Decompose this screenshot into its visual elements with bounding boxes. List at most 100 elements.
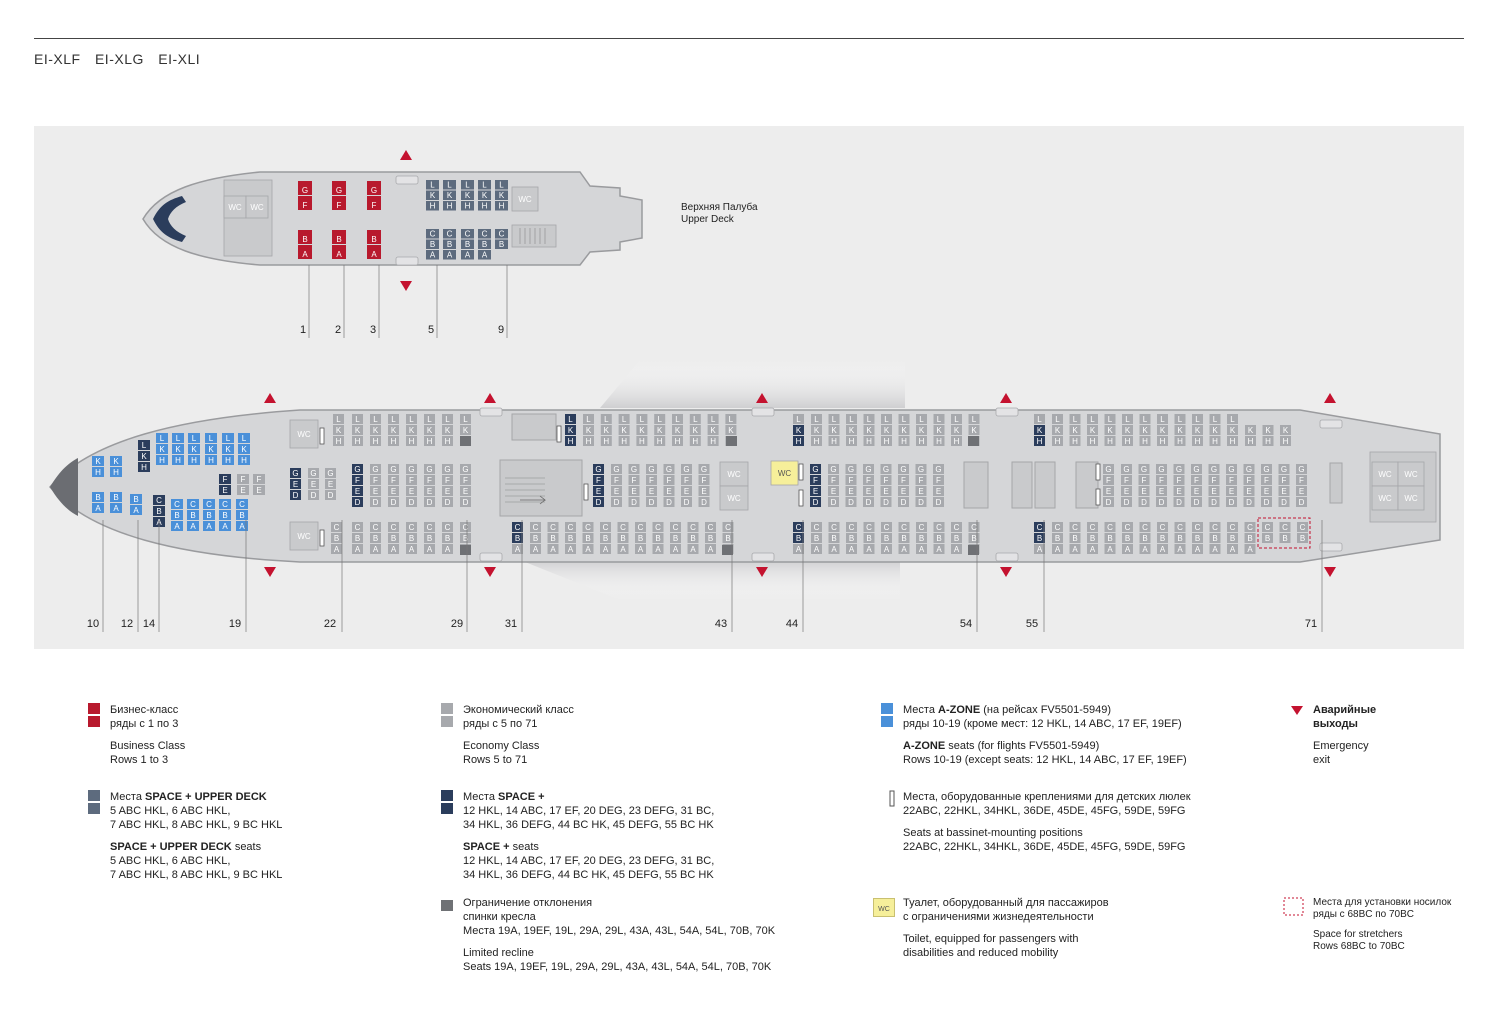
zoneE-mid-8-seat-label-F: F — [1247, 476, 1252, 485]
zoneE-bot-7-seat-label-B: B — [1160, 534, 1165, 543]
zoneE-bot-2-seat-label-A: A — [1072, 545, 1078, 554]
zoneE-top-9-seat-K — [1192, 425, 1203, 435]
legend-economy-ru-rows: ряды с 5 по 71 — [463, 718, 538, 730]
zoneE-mid-2-seat-label-G: G — [1141, 465, 1147, 474]
zoneC-mid-1-seat-G — [611, 464, 622, 474]
row11-bot-seat-B — [110, 492, 122, 502]
zoneC-bot-4-seat-label-A: A — [585, 545, 591, 554]
zoneD-mid-7-seat-E — [933, 486, 944, 496]
zoneD-top-5-seat-K — [881, 425, 892, 435]
stretcher-area — [1257, 517, 1311, 549]
zoneD-top-5-seat-L — [881, 414, 892, 424]
zoneD-bot-3-seat-label-C: C — [849, 523, 855, 532]
zoneC-mid-6-seat-G — [698, 464, 710, 474]
zoneC-bot-6-seat-B — [617, 533, 629, 543]
zoneE-mid-3-seat-D — [1156, 497, 1167, 507]
zoneE-top-6-seat-label-H: H — [1142, 437, 1148, 446]
zoneE-mid-4-seat-E — [1173, 486, 1185, 496]
zoneC-bot-10-seat-label-B: B — [690, 534, 695, 543]
upper-business-top-2-seat-label-F: F — [337, 201, 342, 210]
zoneC-bot-12-seat-C — [722, 522, 734, 532]
zoneC-top-4-seat-L — [636, 414, 648, 424]
zoneD-top-5-seat-label-L: L — [884, 415, 889, 424]
zoneE-top-2-seat-label-L: L — [1073, 415, 1078, 424]
zoneD-bot-1-seat-label-C: C — [814, 523, 820, 532]
row19-mid-seat-F — [237, 474, 249, 484]
zoneC-top-7-seat-label-H: H — [692, 437, 698, 446]
zoneC-bot-9-seat-B — [670, 533, 681, 543]
zoneE-top-8-seat-K — [1174, 425, 1186, 435]
upper-space-top-2-seat-H — [443, 201, 456, 211]
zoneD-bot-7-seat-label-B: B — [919, 534, 924, 543]
azone-top-6-seat-H — [238, 455, 250, 465]
zoneC-mid-5-seat-label-E: E — [684, 487, 689, 496]
galley-7 — [1075, 461, 1099, 509]
zoneE-top-1-seat-K — [1052, 425, 1063, 435]
zoneC-bot-7-seat-C — [635, 522, 646, 532]
zoneE-mid-2-seat-E — [1138, 486, 1150, 496]
zoneE-top-9-seat-L — [1192, 414, 1203, 424]
registration-2: EI-XLG — [94, 51, 144, 67]
legend-business-en-title: Business Class — [110, 740, 186, 752]
galley-2-top — [511, 413, 557, 441]
azone-top-2-seat-label-L: L — [176, 434, 181, 443]
zoneB-mid-3-seat-label-D: D — [409, 498, 415, 507]
zoneC-bot-2-seat-A — [547, 544, 559, 554]
zoneD-top-9-seat-K — [951, 425, 962, 435]
zoneB-bot-5-seat-B — [424, 533, 435, 543]
zoneC-mid-5-seat-label-D: D — [684, 498, 690, 507]
zoneD-mid-4-seat-G — [880, 464, 892, 474]
zoneB-mid-6-seat-F — [460, 475, 471, 485]
legend-exit-ru-l2: выходы — [1313, 718, 1358, 730]
zoneD-bot-4-seat-label-A: A — [866, 545, 872, 554]
zoneE-top-6-seat-L — [1139, 414, 1151, 424]
zoneC-mid-5-seat-D — [681, 497, 692, 507]
azone-top-4-seat-label-L: L — [209, 434, 214, 443]
zoneC-top-4-seat-label-L: L — [640, 415, 645, 424]
zoneB-top-3-seat-K — [388, 425, 399, 435]
zoneB-mid-1-seat-label-G: G — [372, 465, 378, 474]
zoneE-bot-tail-3-seat-label-B: B — [1300, 534, 1305, 543]
zoneE-bot-5-seat-A — [1122, 544, 1133, 554]
zoneE-mid-11-seat-label-D: D — [1299, 498, 1305, 507]
zoneE-mid-9-seat-label-D: D — [1264, 498, 1270, 507]
zoneB-bot-1-seat-label-B: B — [355, 534, 360, 543]
zoneE-top-5-seat-label-H: H — [1125, 437, 1131, 446]
main-wc-rear-1-label: WC — [1378, 470, 1392, 479]
zoneD-bot-1-seat-C — [811, 522, 822, 532]
zoneC-mid-4-seat-E — [663, 486, 675, 496]
zoneB-top-4-seat-label-H: H — [409, 437, 415, 446]
exit-5-bottom-icon — [1324, 567, 1336, 577]
row14-bot-seat-label-B: B — [156, 507, 161, 516]
zoneC-mid-6-seat-label-E: E — [701, 487, 706, 496]
zoneE-bot-12-seat-B — [1244, 533, 1256, 543]
legend-space-plus-ru-l2: 34 HKL, 36 DEFG, 44 BC HK, 45 DEFG, 55 B… — [463, 819, 714, 831]
legend-a-zone-ru-prefix: Места — [903, 704, 935, 716]
zoneE-top-3-seat-label-K: K — [1090, 426, 1096, 435]
zoneE-mid-11-seat-D — [1296, 497, 1307, 507]
upper-space-bottom-3-seat-label-B: B — [465, 240, 470, 249]
zoneE-top-5-seat-K — [1122, 425, 1133, 435]
azone-top-3-seat-H — [188, 455, 200, 465]
zoneE-mid-7-seat-D — [1226, 497, 1237, 507]
zoneD-bot-10-seat-B — [968, 533, 980, 543]
zoneE-bot-3-seat-C — [1087, 522, 1098, 532]
zoneB-mid-2-seat-D — [388, 497, 399, 507]
zoneE-bot-3-seat-label-A: A — [1090, 545, 1096, 554]
zoneD-top-6-seat-K — [898, 425, 910, 435]
zoneE-mid-11-seat-label-F: F — [1299, 476, 1304, 485]
zoneE-bot-11-seat-label-B: B — [1230, 534, 1235, 543]
row44-bot-seat-C — [793, 522, 804, 532]
zoneC-top-8-seat-L — [707, 414, 719, 424]
row45-mid-seat-label-E: E — [813, 487, 818, 496]
row36-mid-seat-F — [593, 475, 604, 485]
zoneC-mid-3-seat-label-F: F — [649, 476, 654, 485]
main-row-number-12: 12 — [121, 618, 133, 630]
zoneE-mid-7-seat-label-E: E — [1229, 487, 1234, 496]
zoneE-top-10-seat-label-K: K — [1212, 426, 1218, 435]
zoneD-bot-7-seat-label-C: C — [919, 523, 925, 532]
zoneC-bot-11-seat-label-C: C — [708, 523, 714, 532]
zoneE-mid-2-seat-label-E: E — [1141, 487, 1146, 496]
